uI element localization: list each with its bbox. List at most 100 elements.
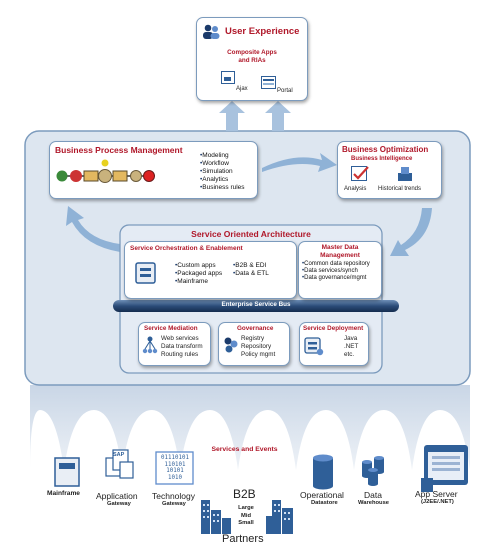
ajax-icon <box>221 71 235 84</box>
b2b-sizes: Large Mid Small <box>234 505 258 528</box>
b2b-buildings <box>201 500 293 534</box>
mdm-panel: Master Data Management Common data repos… <box>298 241 382 299</box>
ajax-label: Ajax <box>236 86 248 92</box>
list-item: Java <box>344 335 358 342</box>
tech-bit-row: 1010 <box>168 474 182 481</box>
list-item: B2B & EDI <box>233 262 269 270</box>
optimization-panel: Business Optimization Business Intellige… <box>337 141 442 199</box>
services-events-label: Services and Events <box>211 446 278 453</box>
list-item: Registry <box>241 335 265 342</box>
b2b-size: Large <box>238 505 254 511</box>
tech-bit-row: 110101 <box>164 461 186 468</box>
process-flow-icon <box>56 159 155 183</box>
list-item: Business rules <box>200 184 244 192</box>
technology-label: Technology <box>152 491 196 501</box>
governance-title: Governance <box>237 325 274 332</box>
deployment-items: Java .NET etc. <box>344 335 358 359</box>
mainframe-icon <box>54 457 80 487</box>
ux-subtitle-2: and RIAs <box>238 57 266 64</box>
mediation-title: Service Mediation <box>144 325 198 332</box>
ux-title: User Experience <box>225 26 300 37</box>
list-item: .NET <box>344 343 359 350</box>
user-experience-panel: User Experience Composite Apps and RIAs … <box>196 17 308 101</box>
bpm-panel: Business Process Management Modeling Wor… <box>49 141 258 199</box>
list-item: Data services/synch <box>302 268 380 275</box>
mdm-list: Common data repository Data services/syn… <box>302 261 380 282</box>
tech-bit-row: 10101 <box>166 468 184 474</box>
up-arrow-left <box>219 101 245 131</box>
trends-icon <box>398 167 412 181</box>
deployment-panel: Service Deployment Java .NET etc. <box>299 322 369 366</box>
users-icon <box>203 24 220 39</box>
analysis-label: Analysis <box>344 186 367 192</box>
appserver-sub-label: (J2EE/.NET) <box>421 499 454 505</box>
bpm-title: Business Process Management <box>55 145 183 155</box>
opt-subtitle: Business Intelligence <box>351 156 413 162</box>
up-arrow-right <box>265 101 291 131</box>
application-label: Application <box>96 491 138 501</box>
list-item: Repository <box>241 343 272 350</box>
opt-title: Business Optimization <box>342 145 429 154</box>
app-server-icon <box>421 445 468 492</box>
list-item: Routing rules <box>161 351 199 358</box>
mediation-panel: Service Mediation Web services Data tran… <box>138 322 211 366</box>
arrow-opt-to-soa <box>390 208 432 256</box>
arrow-bpm-to-opt <box>262 153 337 172</box>
orchestration-list-1: Custom apps Packaged apps Mainframe <box>175 262 222 286</box>
support-columns <box>30 385 470 470</box>
mainframe-label: Mainframe <box>47 490 80 497</box>
b2b-label: B2B <box>233 487 256 501</box>
mediation-items: Web services Data transform Routing rule… <box>161 335 203 359</box>
application-sub-label: Gateway <box>107 501 131 507</box>
portal-icon <box>261 76 276 89</box>
list-item: Common data repository <box>302 261 380 268</box>
orchestration-list-2: B2B & EDI Data & ETL <box>233 262 269 278</box>
tech-bits: 01110101 110101 10101 1010 <box>160 455 190 481</box>
orchestration-panel: Service Orchestration & Enablement Custo… <box>124 241 297 299</box>
list-item: Workflow <box>200 160 245 168</box>
mdm-title-1: Master Data <box>321 244 359 251</box>
mdm-title-2: Management <box>320 252 360 259</box>
partners-label: Partners <box>222 533 264 545</box>
soa-title: Service Oriented Architecture <box>191 229 311 239</box>
governance-items: Registry Repository Policy mgmt <box>241 335 275 359</box>
b2b-size: Mid <box>241 512 251 519</box>
data-sub-label: Warehouse <box>358 500 390 506</box>
operational-sub-label: Datastore <box>311 500 338 506</box>
ux-subtitle-1: Composite Apps <box>227 49 277 56</box>
appserver-label: App Server <box>415 489 458 499</box>
server-icon <box>135 262 156 284</box>
list-item: Modeling <box>200 152 245 160</box>
tech-bit-row: 01110101 <box>161 455 189 461</box>
tech-icon <box>155 451 194 485</box>
governance-panel: Governance Registry Repository Policy mg… <box>218 322 290 366</box>
sap-icon <box>105 449 134 479</box>
orchestration-title: Service Orchestration & Enablement <box>130 245 243 252</box>
list-item: Custom apps <box>175 262 222 270</box>
esb-bar <box>113 300 399 312</box>
list-item: etc. <box>344 351 355 358</box>
list-item: Packaged apps <box>175 270 222 278</box>
b2b-size: Small <box>238 520 254 526</box>
analysis-check-icon <box>351 166 369 181</box>
list-item: Data & ETL <box>233 270 269 278</box>
data-label: Data <box>364 490 382 500</box>
technology-sub-label: Gateway <box>162 501 186 507</box>
governance-icon <box>224 337 238 353</box>
deployment-icon <box>304 337 324 356</box>
operational-label: Operational <box>300 490 344 500</box>
list-item: Policy mgmt <box>241 351 276 358</box>
esb-label: Enterprise Service Bus <box>221 301 291 308</box>
portal-label: Portal <box>277 88 293 94</box>
list-item: Mainframe <box>175 278 222 286</box>
bpm-list: Modeling Workflow Simulation Analytics B… <box>200 152 245 192</box>
list-item: Simulation <box>200 168 245 176</box>
list-item: Data governance/mgmt <box>302 275 380 282</box>
database-icon <box>313 454 333 490</box>
deployment-title: Service Deployment <box>303 325 364 332</box>
sap-label: SAP <box>113 452 125 458</box>
warehouse-icon <box>362 456 384 486</box>
list-item: Data transform <box>161 343 203 350</box>
list-item: Web services <box>161 335 199 342</box>
list-item: Analytics <box>200 176 245 184</box>
